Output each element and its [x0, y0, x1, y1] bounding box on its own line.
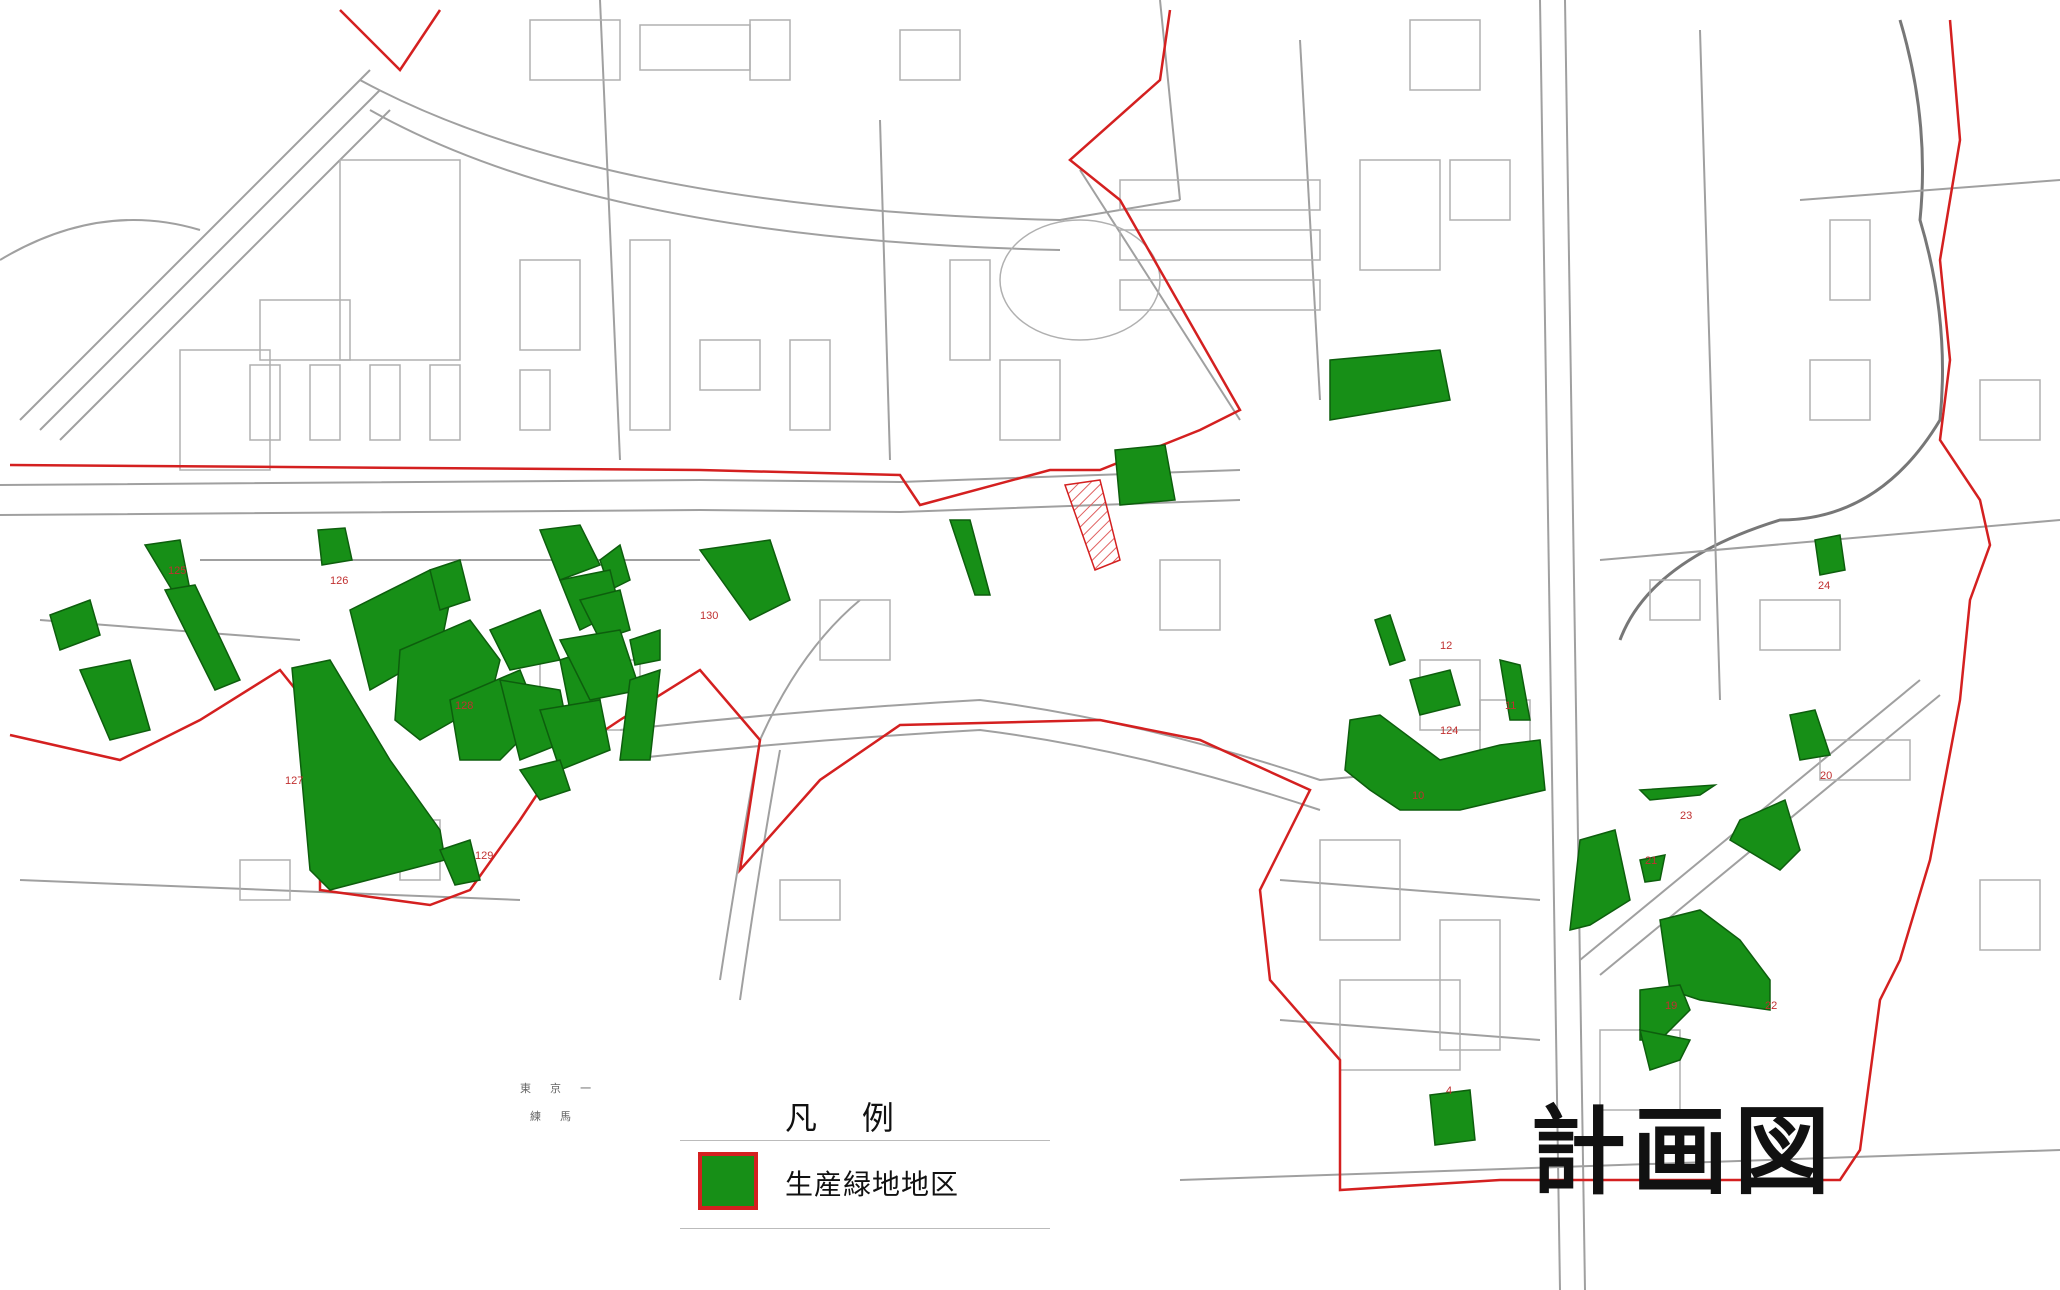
plan-title: 計画図 — [1530, 1099, 1836, 1206]
legend-swatch-productive-green-land — [698, 1152, 758, 1210]
legend-divider — [680, 1140, 1050, 1141]
productive-green-land-plots — [49, 349, 1846, 1146]
lot-number: 125 — [168, 565, 187, 577]
legend-title: 凡 例 — [785, 1100, 912, 1136]
lot-number: 23 — [1680, 810, 1693, 822]
lot-number: 4 — [1446, 1085, 1453, 1097]
hatched-area — [1063, 479, 1121, 571]
place-label-top: 東 京 一 — [520, 1083, 600, 1095]
lot-number: 127 — [285, 775, 304, 787]
legend: 凡 例 生産緑地地区 — [680, 1085, 1060, 1235]
lot-number: 126 — [330, 575, 349, 587]
place-label-bottom: 練 馬 — [530, 1111, 580, 1123]
building-footprints — [179, 19, 2041, 1111]
lot-number: 19 — [1665, 1000, 1678, 1012]
legend-divider-bottom — [680, 1228, 1050, 1229]
lot-number: 11 — [1505, 700, 1517, 712]
lot-number: 129 — [475, 850, 494, 862]
lot-number: 130 — [700, 610, 719, 622]
lot-number: 24 — [1818, 580, 1831, 592]
district-boundary — [9, 9, 1992, 1192]
lot-number: 10 — [1412, 790, 1425, 802]
lot-number: 124 — [1440, 725, 1459, 737]
legend-label-productive-green-land: 生産緑地地区 — [785, 1169, 960, 1200]
lot-number: 20 — [1820, 770, 1833, 782]
lot-number: 12 — [1440, 640, 1453, 652]
lot-number: 128 — [455, 700, 474, 712]
lot-number: 22 — [1765, 1000, 1778, 1012]
lot-number: 21 — [1645, 855, 1658, 867]
